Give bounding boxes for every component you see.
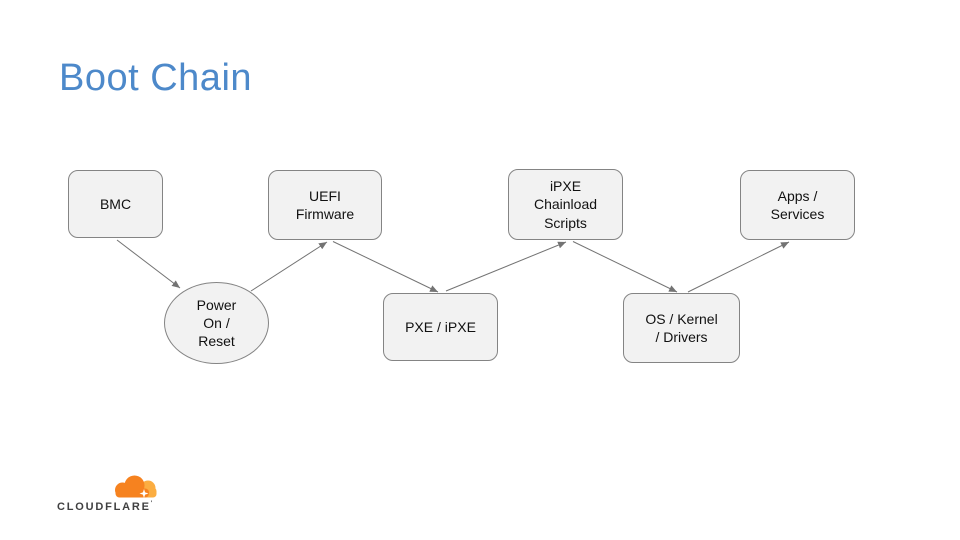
node-ipxe-chainload-scripts: iPXE Chainload Scripts [508,169,623,240]
node-apps-services: Apps / Services [740,170,855,240]
node-uefi-firmware: UEFI Firmware [268,170,382,240]
arrow-pxe-to-chainload [445,241,567,292]
arrow-bmc-to-power [116,239,181,289]
node-label: Power On / Reset [196,296,237,350]
trademark-symbol: ' [150,501,153,507]
cloudflare-logo: CLOUDFLARE' [57,473,163,515]
wordmark-text: CLOUDFLARE [57,501,151,513]
arrow-power-to-uefi [250,241,328,292]
arrow-chainload-to-os [572,241,678,293]
node-pxe-ipxe: PXE / iPXE [383,293,498,361]
node-label: UEFI Firmware [295,187,355,222]
cloudflare-cloud-icon [115,475,157,498]
arrow-os-to-apps [687,241,790,293]
cloudflare-wordmark: CLOUDFLARE' [57,501,152,513]
slide-title: Boot Chain [59,57,253,99]
node-label: Apps / Services [770,187,825,222]
sparkle-icon [139,489,149,498]
node-label: OS / Kernel / Drivers [645,310,718,345]
node-label: iPXE Chainload Scripts [533,178,598,231]
node-label: BMC [99,195,132,212]
node-os-kernel-drivers: OS / Kernel / Drivers [623,293,740,363]
node-power-on-reset: Power On / Reset [164,282,269,364]
node-label: PXE / iPXE [405,318,476,335]
arrow-uefi-to-pxe [332,241,439,293]
node-bmc: BMC [68,170,163,238]
